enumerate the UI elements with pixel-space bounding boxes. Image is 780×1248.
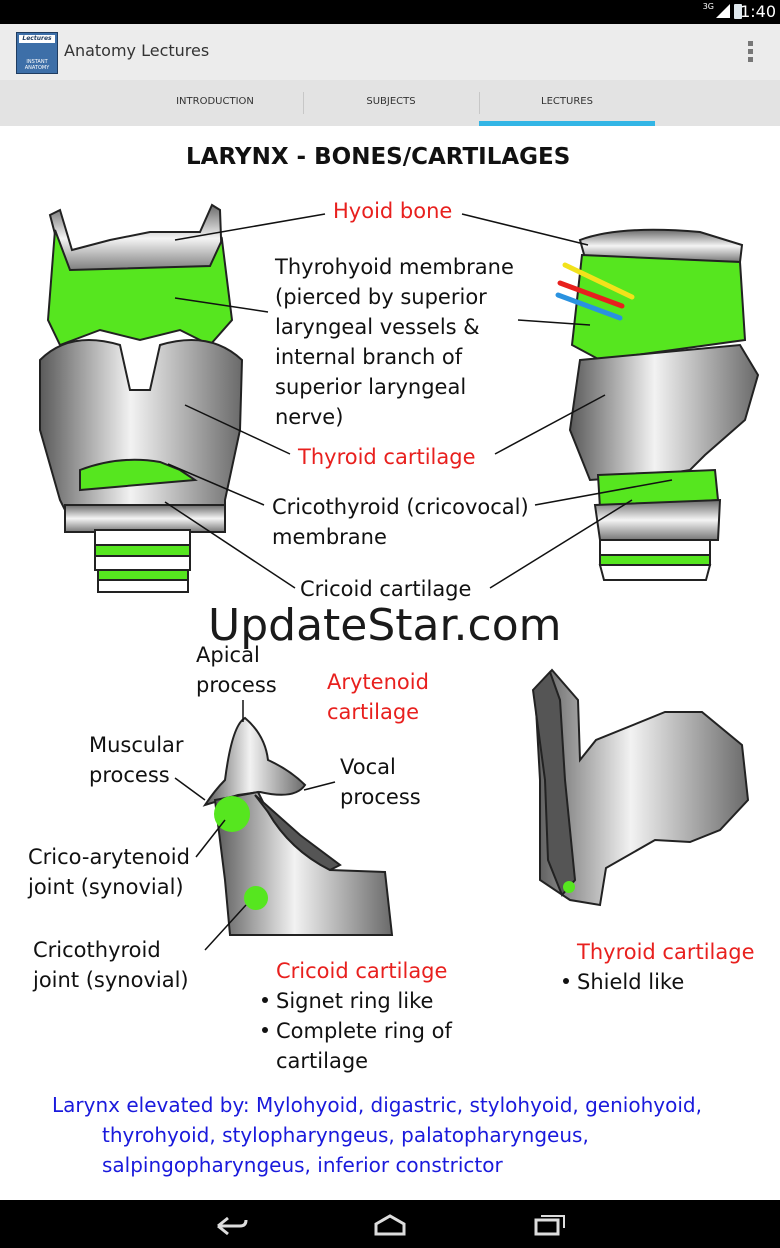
app-logo[interactable]: Lectures INSTANT ANATOMY [16,32,58,74]
elevators-line-2: thyrohyoid, stylopharyngeus, palatophary… [102,1123,589,1147]
logo-text-bottom: INSTANT ANATOMY [24,59,50,71]
cricoid-bullet-2: Complete ring of [262,1016,452,1046]
tab-divider [479,92,480,114]
bullet-icon [262,997,268,1003]
label-cricothyroid-joint-2: joint (synovial) [33,968,189,992]
signal-icon [716,4,730,18]
elevators-line-3: salpingopharyngeus, inferior constrictor [102,1153,503,1177]
label-thyroid-cartilage: Thyroid cartilage [298,445,476,469]
label-muscular-2: process [89,763,170,787]
bullet-icon [262,1027,268,1033]
diagram-heading: LARYNX - BONES/CARTILAGES [186,144,571,170]
battery-icon [734,4,742,19]
vessels-and-nerve [555,262,635,321]
label-cricothyroid-joint-1: Cricothyroid [33,938,161,962]
larynx-front-view [39,203,244,593]
thyroid-tubercle-dot [563,881,575,893]
logo-text-top: Lectures [19,35,55,43]
label-thyrohyoid-6: nerve) [275,405,344,429]
thyroid-bullet-1-text: Shield like [577,970,685,994]
tab-bar: INTRODUCTION SUBJECTS LECTURES [0,80,780,127]
label-thyrohyoid-4: internal branch of [275,345,463,369]
label-arytenoid-2: cartilage [327,700,420,724]
clock: 1:40 [740,2,776,21]
label-apical-1: Apical [196,643,260,667]
cricoid-bullet-1: Signet ring like [262,986,433,1016]
label-arytenoid-1: Arytenoid [327,670,429,694]
cricothyroid-joint-dot [244,886,268,910]
label-muscular-1: Muscular [89,733,184,757]
larynx-diagram: LARYNX - BONES/CARTILAGES Hyoid bone Thy… [0,126,780,1200]
cricoid-bullet-2-cont: cartilage [276,1049,369,1073]
back-icon[interactable] [214,1212,250,1236]
diagram-artwork [39,203,760,951]
label-cricothyroid-2: membrane [272,525,387,549]
bullet-icon [563,978,569,984]
action-bar: Lectures INSTANT ANATOMY Anatomy Lecture… [0,24,780,80]
label-thyroid-title: Thyroid cartilage [577,940,755,964]
elevators-line-1: Larynx elevated by: Mylohyoid, digastric… [52,1093,702,1117]
label-apical-2: process [196,673,277,697]
tab-introduction[interactable]: INTRODUCTION [176,96,254,107]
tab-subjects[interactable]: SUBJECTS [366,96,416,107]
home-icon[interactable] [372,1212,408,1236]
status-bar: 3G 1:40 [0,0,780,24]
label-vocal-2: process [340,785,421,809]
recent-apps-icon[interactable] [532,1212,568,1236]
label-thyrohyoid-2: (pierced by superior [275,285,487,309]
cricoid-bullet-1-text: Signet ring like [276,989,434,1013]
label-cricoid-cartilage: Cricoid cartilage [300,577,472,601]
tab-lectures[interactable]: LECTURES [479,80,655,126]
label-vocal-1: Vocal [340,755,396,779]
label-cricoid-title: Cricoid cartilage [276,959,448,983]
thyroid-profile-drawing [531,668,750,907]
cricoid-bullet-2-text: Complete ring of [276,1019,452,1043]
label-thyrohyoid-3: laryngeal vessels & [275,315,480,339]
larynx-side-view [568,228,760,581]
thyroid-bullet-1: Shield like [563,967,684,997]
label-cricothyroid-1: Cricothyroid (cricovocal) [272,495,529,519]
label-thyrohyoid-1: Thyrohyoid membrane [275,255,514,279]
label-thyrohyoid-5: superior laryngeal [275,375,467,399]
watermark: UpdateStar.com [208,600,562,651]
app-title: Anatomy Lectures [64,41,210,60]
leader-lines [164,213,673,951]
network-type: 3G [702,2,714,11]
label-crico-arytenoid-1: Crico-arytenoid [28,845,190,869]
label-crico-arytenoid-2: joint (synovial) [28,875,184,899]
label-hyoid-bone: Hyoid bone [333,199,453,223]
navigation-bar [0,1200,780,1248]
overflow-menu-icon[interactable] [748,41,754,65]
tab-divider [303,92,304,114]
